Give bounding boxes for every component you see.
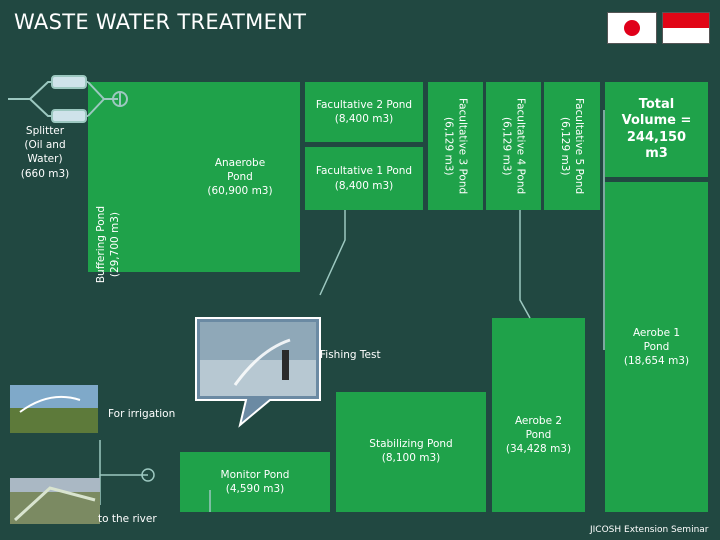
aerobe1-volume: (18,654 m3) bbox=[623, 355, 690, 368]
page-title: WASTE WATER TREATMENT bbox=[14, 10, 307, 34]
stabilizing-pond: Stabilizing Pond (8,100 m3) bbox=[336, 392, 486, 512]
total-volume-box: Total Volume = 244,150 m3 bbox=[605, 82, 708, 177]
fac3-volume: (6,129 m3) bbox=[442, 116, 455, 176]
facultative-3-pond: Facultative 3 Pond (6,129 m3) bbox=[428, 82, 483, 210]
anaerobe-line2: Pond bbox=[227, 170, 253, 183]
anaerobe-pond: Anaerobe Pond (60,900 m3) bbox=[180, 82, 300, 272]
fishing-test-photo bbox=[195, 317, 321, 428]
river-label: to the river bbox=[98, 513, 157, 525]
splitter-line4: (660 m3) bbox=[20, 167, 70, 180]
monitor-name: Monitor Pond bbox=[220, 468, 290, 481]
aerobe1-line1: Aerobe 1 bbox=[632, 326, 681, 339]
splitter-label: Splitter (Oil and Water) (660 m3) bbox=[20, 124, 70, 181]
aerobe2-line2: Pond bbox=[525, 428, 552, 441]
fac2-name: Facultative 2 Pond bbox=[315, 98, 413, 111]
irrigation-photo bbox=[10, 385, 98, 433]
aerobe1-line2: Pond bbox=[643, 340, 670, 353]
indonesia-flag-icon bbox=[662, 12, 710, 44]
anaerobe-line1: Anaerobe bbox=[214, 156, 266, 169]
facultative-1-pond: Facultative 1 Pond (8,400 m3) bbox=[305, 147, 423, 210]
splitter-line1: Splitter bbox=[25, 125, 65, 137]
facultative-5-pond: Facultative 5 Pond (6,129 m3) bbox=[544, 82, 600, 210]
aerobe2-volume: (34,428 m3) bbox=[505, 443, 572, 456]
total-line4: m3 bbox=[645, 145, 668, 161]
footer-text: JICOSH Extension Seminar bbox=[590, 525, 709, 535]
total-line2: Volume = bbox=[621, 113, 692, 129]
irrigation-label: For irrigation bbox=[108, 408, 176, 420]
stabilizing-volume: (8,100 m3) bbox=[381, 452, 441, 465]
stabilizing-name: Stabilizing Pond bbox=[369, 438, 453, 450]
aerobe-1-pond: Aerobe 1 Pond (18,654 m3) bbox=[605, 182, 708, 512]
japan-flag-icon bbox=[607, 12, 657, 44]
fac3-name: Facultative 3 Pond bbox=[456, 97, 469, 195]
aerobe2-line1: Aerobe 2 bbox=[514, 414, 563, 427]
monitor-pond: Monitor Pond (4,590 m3) bbox=[180, 452, 330, 512]
total-line3: 244,150 bbox=[626, 129, 687, 145]
fac1-name: Facultative 1 Pond bbox=[315, 165, 413, 178]
fac1-volume: (8,400 m3) bbox=[334, 179, 394, 192]
fac4-volume: (6,129 m3) bbox=[500, 116, 513, 176]
facultative-2-pond: Facultative 2 Pond (8,400 m3) bbox=[305, 82, 423, 142]
facultative-4-pond: Facultative 4 Pond (6,129 m3) bbox=[486, 82, 541, 210]
aerobe-2-pond: Aerobe 2 Pond (34,428 m3) bbox=[492, 318, 585, 512]
fac2-volume: (8,400 m3) bbox=[334, 113, 394, 125]
fac4-name: Facultative 4 Pond bbox=[514, 97, 527, 195]
splitter-icon bbox=[8, 75, 128, 123]
fishing-test-label: Fishing Test bbox=[320, 349, 381, 361]
fac5-name: Facultative 5 Pond bbox=[573, 97, 586, 195]
total-line1: Total bbox=[638, 97, 675, 112]
monitor-volume: (4,590 m3) bbox=[225, 483, 285, 495]
splitter-line3: Water) bbox=[27, 153, 63, 166]
fac5-volume: (6,129 m3) bbox=[559, 116, 571, 176]
splitter-line2: (Oil and bbox=[24, 139, 66, 152]
river-photo bbox=[10, 478, 100, 524]
anaerobe-volume: (60,900 m3) bbox=[207, 185, 273, 198]
